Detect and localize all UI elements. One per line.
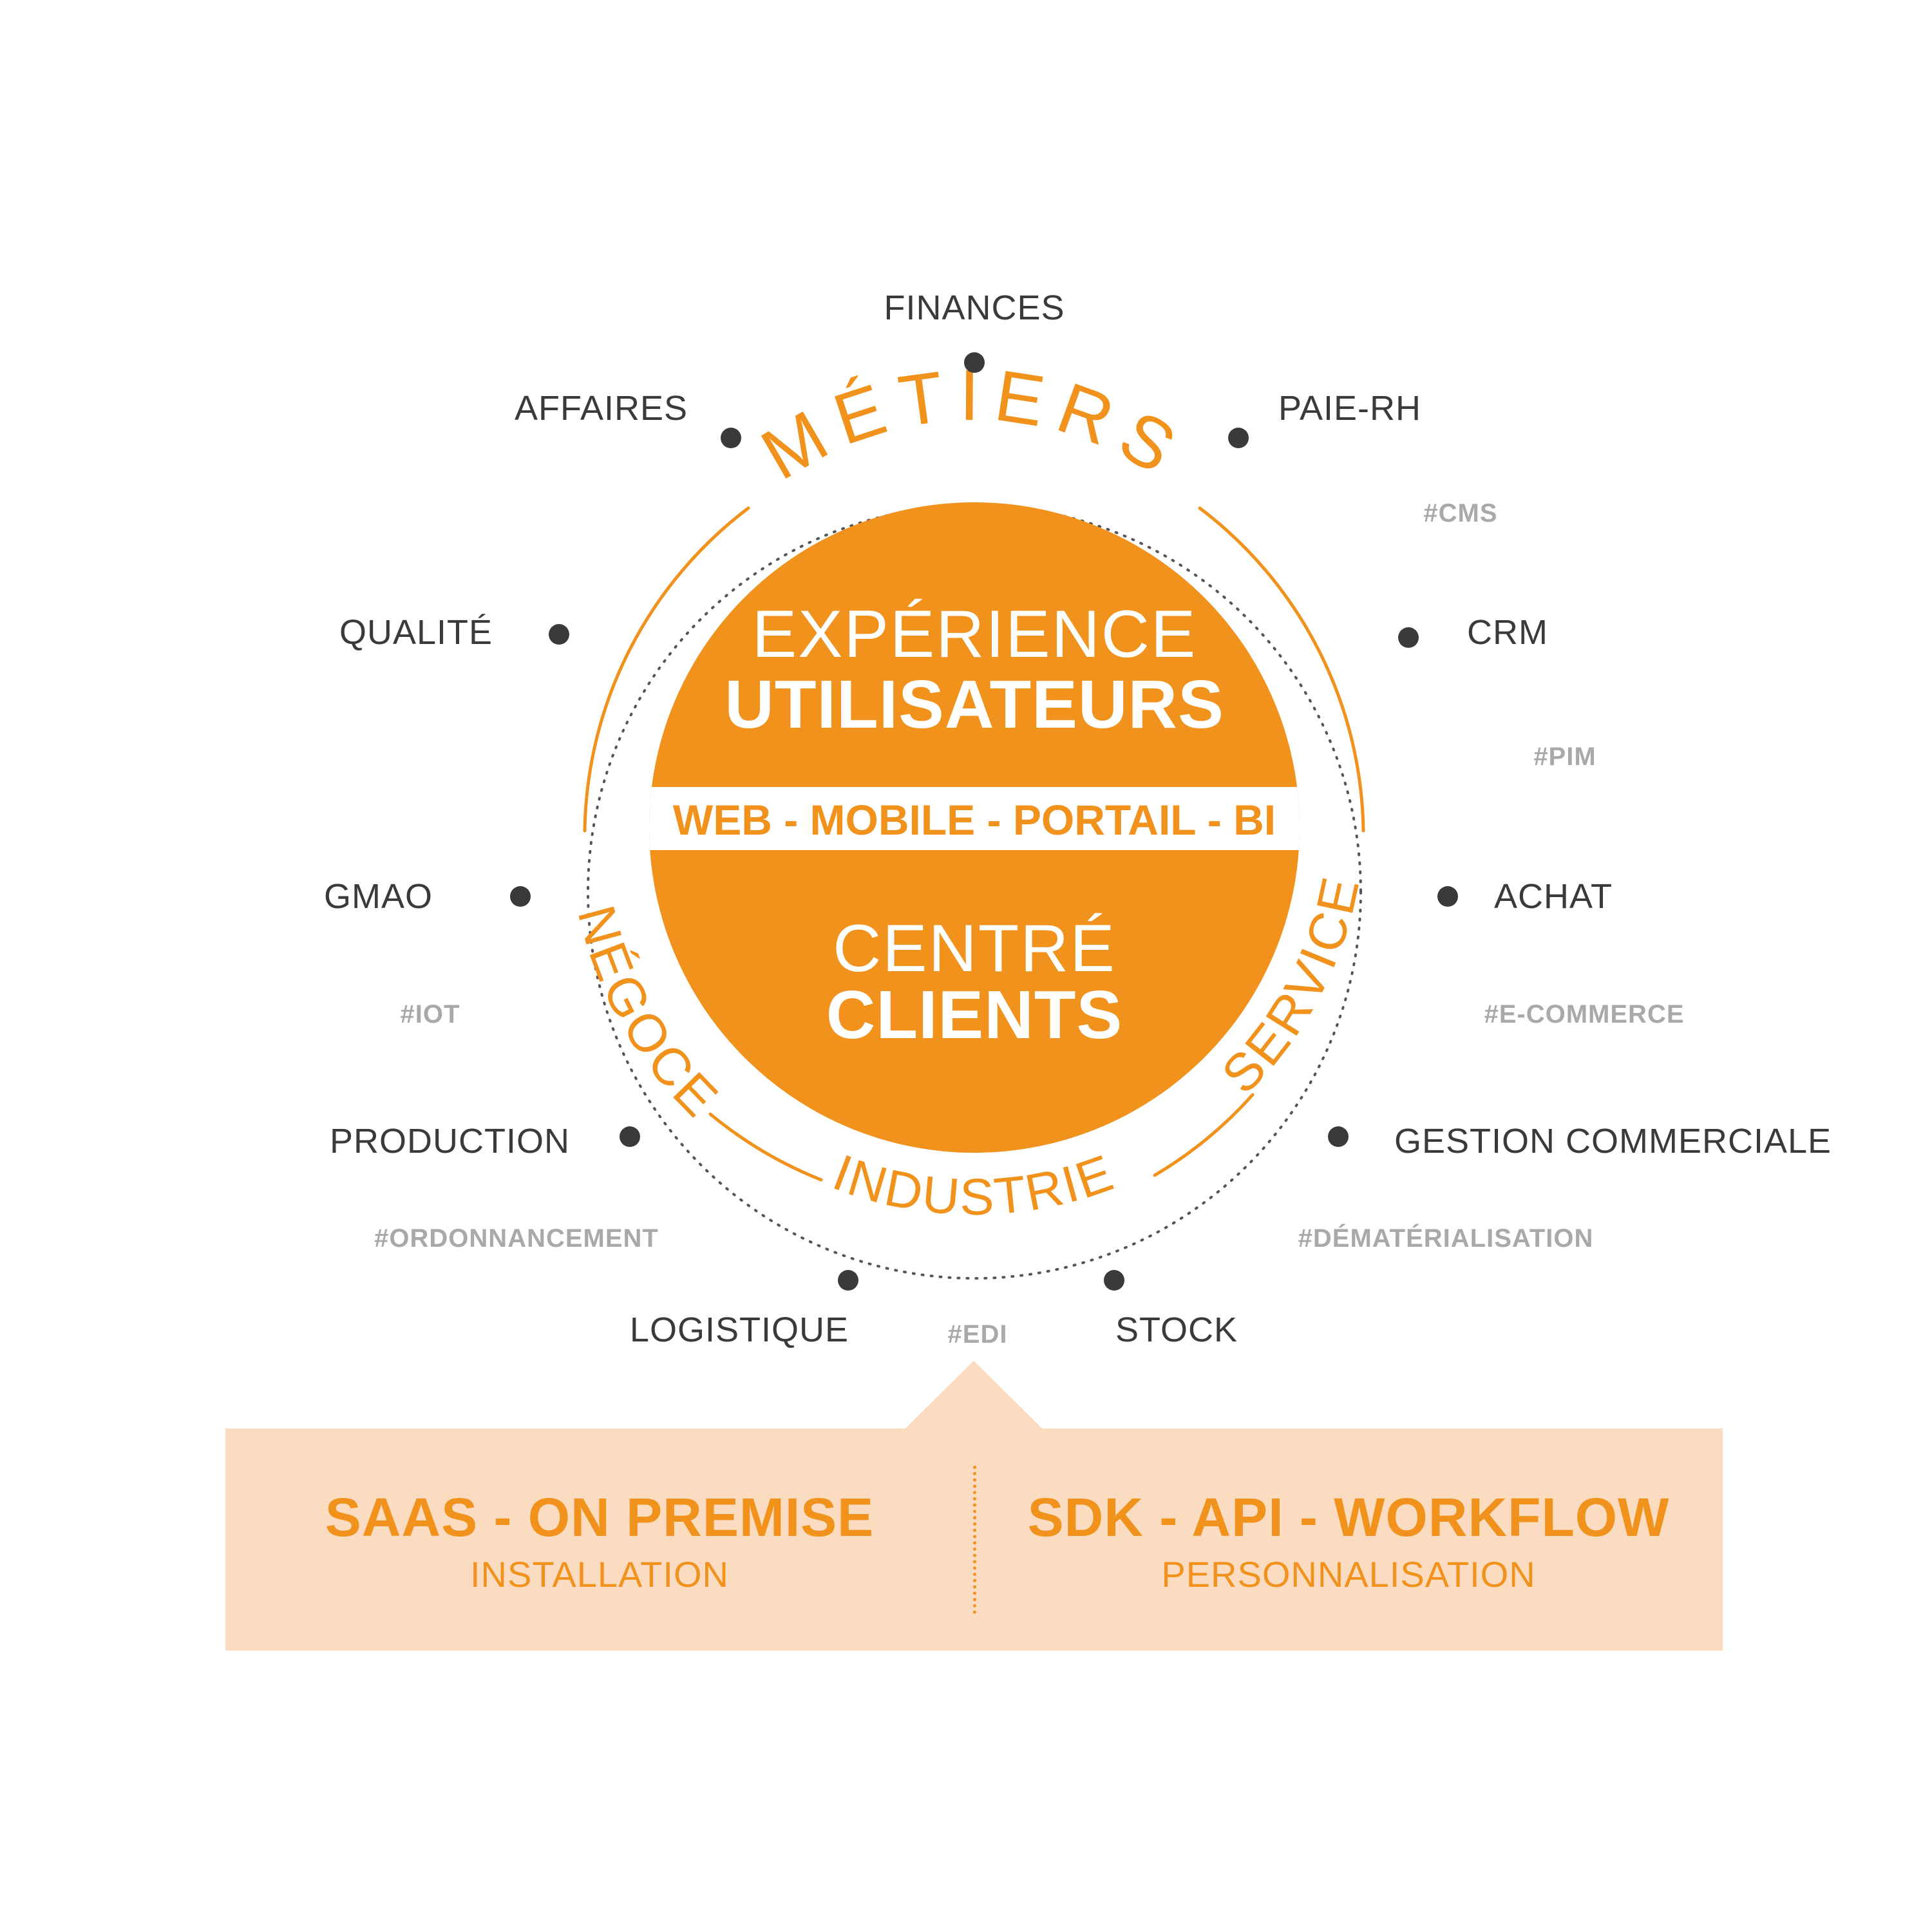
core-title-centre: CENTRÉ — [833, 911, 1116, 986]
tag-ordonnancement: #ORDONNANCEMENT — [374, 1224, 659, 1253]
arc-label-metiers: MÉTIERS — [748, 355, 1200, 496]
deployment-left-title: SAAS - ON PREMISE — [325, 1487, 875, 1548]
tag-pim: #PIM — [1533, 743, 1596, 771]
node-label-achat: ACHAT — [1494, 877, 1613, 916]
deployment-panel-pointer — [905, 1361, 1043, 1429]
node-dot-affaires — [721, 428, 741, 448]
core-disc — [649, 502, 1300, 1153]
ring-nodes: FINANCES PAIE-RH CRM ACHAT GESTION COMME… — [324, 289, 1832, 1349]
node-dot-paie-rh — [1228, 428, 1249, 448]
tag-iot: #IOT — [401, 1000, 460, 1028]
node-label-gmao: GMAO — [324, 877, 433, 916]
tag-cms: #CMS — [1423, 499, 1497, 527]
deployment-installation: SAAS - ON PREMISE INSTALLATION — [225, 1428, 974, 1651]
deployment-personnalisation: SDK - API - WORKFLOW PERSONNALISATION — [974, 1428, 1723, 1651]
node-label-paie-rh: PAIE-RH — [1278, 389, 1421, 428]
tag-dematerialisation: #DÉMATÉRIALISATION — [1298, 1224, 1594, 1253]
node-dot-qualite — [549, 624, 569, 645]
node-dot-gestion-commerciale — [1328, 1126, 1349, 1147]
node-dot-gmao — [510, 886, 531, 907]
node-label-gestion-commerciale: GESTION COMMERCIALE — [1394, 1122, 1832, 1160]
node-label-crm: CRM — [1467, 613, 1548, 652]
arc-label-industrie: INDUSTRIE — [826, 1143, 1121, 1226]
core-title-clients: CLIENTS — [826, 977, 1122, 1053]
node-label-logistique: LOGISTIQUE — [630, 1311, 849, 1349]
inner-ring-arc-upper-left — [583, 506, 750, 833]
tag-e-commerce: #E-COMMERCE — [1484, 1000, 1684, 1028]
core-title-utilisateurs: UTILISATEURS — [724, 667, 1224, 743]
deployment-right-subtitle: PERSONNALISATION — [1161, 1554, 1536, 1595]
node-dot-crm — [1398, 627, 1419, 648]
deployment-left-subtitle: INSTALLATION — [469, 1554, 729, 1595]
node-dot-stock — [1104, 1270, 1124, 1291]
node-label-qualite: QUALITÉ — [339, 613, 493, 652]
inner-ring — [583, 506, 1365, 1182]
panel-divider — [973, 1466, 976, 1614]
inner-ring-arc-bottom-left — [708, 1112, 823, 1182]
tag-labels: #CMS #PIM #E-COMMERCE #DÉMATÉRIALISATION… — [374, 499, 1684, 1349]
node-label-stock: STOCK — [1115, 1311, 1238, 1349]
tag-edi: #EDI — [948, 1320, 1008, 1349]
node-label-affaires: AFFAIRES — [515, 389, 688, 428]
node-dot-achat — [1437, 886, 1458, 907]
inner-ring-arc-bottom-right — [1153, 1093, 1255, 1177]
deployment-right-title: SDK - API - WORKFLOW — [1027, 1487, 1670, 1548]
core-band-channels: WEB - MOBILE - PORTAIL - BI — [673, 796, 1276, 844]
node-dot-production — [620, 1126, 640, 1147]
node-label-production: PRODUCTION — [330, 1122, 570, 1160]
deployment-panel: SAAS - ON PREMISE INSTALLATION SDK - API… — [225, 1428, 1723, 1651]
node-label-finances: FINANCES — [884, 289, 1065, 327]
inner-ring-arc-upper-right — [1198, 506, 1365, 833]
core-title-experience: EXPÉRIENCE — [752, 597, 1197, 672]
core-band — [649, 787, 1300, 850]
node-dot-logistique — [838, 1270, 858, 1291]
node-dot-finances — [964, 352, 985, 373]
